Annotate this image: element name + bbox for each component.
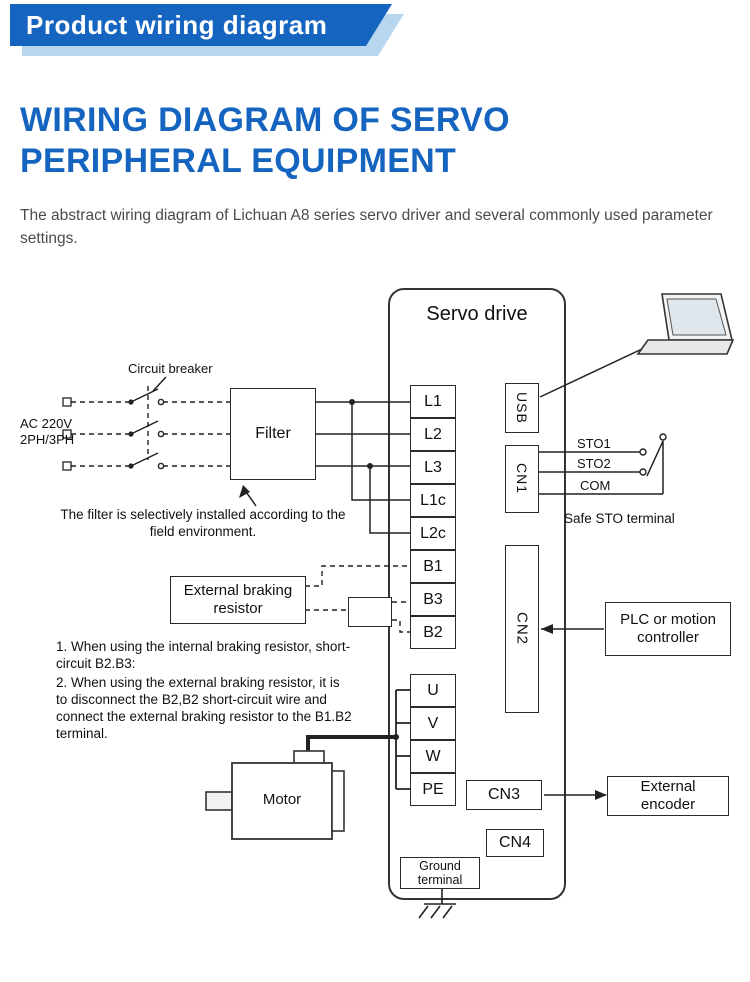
- intro-text: The abstract wiring diagram of Lichuan A…: [20, 207, 713, 247]
- com-label: COM: [580, 478, 611, 493]
- sto2-label: STO2: [577, 456, 611, 471]
- terminal-l2: L2: [410, 418, 456, 451]
- terminal-l1c-label: L1c: [420, 491, 446, 509]
- cn2-connector: CN2: [505, 545, 539, 713]
- usb-label: USB: [514, 392, 530, 424]
- ground-terminal-label: Ground terminal: [417, 859, 463, 887]
- sto1-label: STO1: [577, 436, 611, 451]
- terminal-u: U: [410, 674, 456, 707]
- banner-title: Product wiring diagram: [26, 10, 328, 40]
- circuit-breaker-label: Circuit breaker: [128, 361, 213, 376]
- page-title-line1: WIRING DIAGRAM OF SERVO: [20, 101, 510, 139]
- cn4-connector: CN4: [486, 829, 544, 857]
- terminal-l2c: L2c: [410, 517, 456, 550]
- cn1-label: CN1: [514, 463, 530, 495]
- braking-notes: 1. When using the internal braking resis…: [56, 638, 352, 742]
- terminal-l1c: L1c: [410, 484, 456, 517]
- cn3-label: CN3: [487, 786, 520, 803]
- ground-terminal-box: Ground terminal: [400, 857, 480, 889]
- terminal-pe-label: PE: [422, 780, 444, 798]
- terminal-l3-label: L3: [424, 458, 442, 476]
- ac-input-label: AC 220V 2PH/3PH: [20, 416, 75, 447]
- terminal-l3: L3: [410, 451, 456, 484]
- terminal-l2-label: L2: [424, 425, 442, 443]
- terminal-pe: PE: [410, 773, 456, 806]
- terminal-b1: B1: [410, 550, 456, 583]
- page-title-line2: PERIPHERAL EQUIPMENT: [20, 142, 457, 180]
- terminal-v-label: V: [427, 714, 439, 732]
- cn3-connector: CN3: [466, 780, 542, 810]
- filter-label: Filter: [255, 425, 291, 442]
- external-braking-resistor-label: External braking resistor: [183, 582, 293, 617]
- external-encoder-label: External encoder: [640, 778, 696, 813]
- banner: Product wiring diagram: [10, 4, 392, 46]
- plc-label: PLC or motion controller: [620, 611, 716, 646]
- braking-note-1: 1. When using the internal braking resis…: [56, 639, 351, 671]
- laptop-icon: [636, 293, 735, 355]
- external-braking-resistor-box: External braking resistor: [170, 576, 306, 624]
- terminal-b2-label: B2: [423, 623, 443, 641]
- terminal-u-label: U: [427, 681, 439, 699]
- safe-sto-caption: Safe STO terminal: [564, 511, 675, 526]
- cn4-label: CN4: [498, 834, 531, 851]
- terminal-b3: B3: [410, 583, 456, 616]
- page-title: WIRING DIAGRAM OF SERVO PERIPHERAL EQUIP…: [20, 100, 510, 182]
- plc-box: PLC or motion controller: [605, 602, 731, 656]
- terminal-v: V: [410, 707, 456, 740]
- motor-label: Motor: [262, 791, 302, 808]
- shortcircuit-jumper-box: [348, 597, 392, 627]
- cn1-connector: CN1: [505, 445, 539, 513]
- terminal-w-label: W: [425, 747, 441, 765]
- usb-connector: USB: [505, 383, 539, 433]
- terminal-l1-label: L1: [424, 392, 442, 410]
- servo-drive-label: Servo drive: [426, 303, 528, 325]
- cn2-label: CN2: [513, 612, 531, 646]
- terminal-l2c-label: L2c: [420, 524, 446, 542]
- filter-note: The filter is selectively installed acco…: [60, 507, 346, 539]
- terminal-b3-label: B3: [423, 590, 443, 608]
- filter-box: Filter: [230, 388, 316, 480]
- terminal-b1-label: B1: [423, 557, 443, 575]
- external-encoder-box: External encoder: [607, 776, 729, 816]
- terminal-b2: B2: [410, 616, 456, 649]
- terminal-l1: L1: [410, 385, 456, 418]
- terminal-w: W: [410, 740, 456, 773]
- braking-note-2: 2. When using the external braking resis…: [56, 675, 352, 741]
